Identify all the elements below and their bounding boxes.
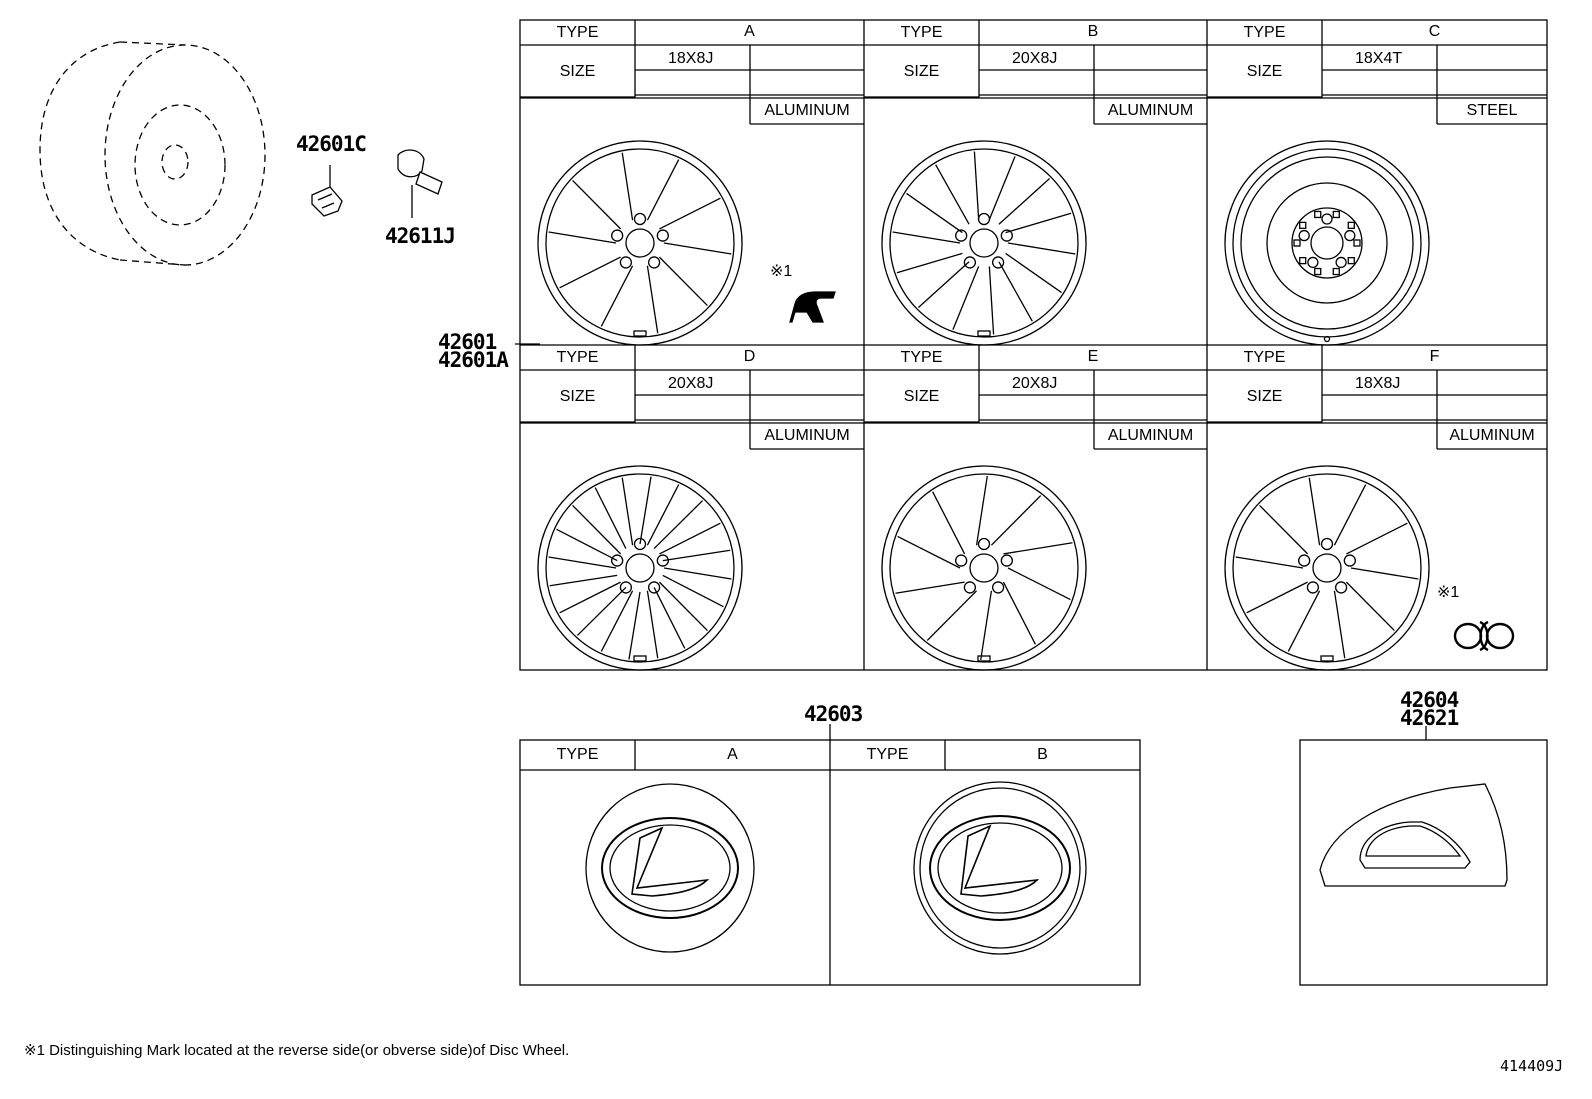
wheel-material-b: ALUMINUM <box>1107 102 1194 119</box>
wheel-type-d: D <box>743 348 756 365</box>
mark-a-drawing <box>789 291 836 323</box>
ornament-type-a: A <box>727 746 738 763</box>
wheel-size-b: 20X8J <box>1012 50 1058 67</box>
wheel-size-f: 18X8J <box>1355 375 1401 392</box>
part-number-cap-2: 42621 <box>1400 706 1459 730</box>
wheel-size-label-f: SIZE <box>1246 388 1283 405</box>
footnote: ※1 Distinguishing Mark located at the re… <box>24 1042 570 1059</box>
wheel-type-f: F <box>1429 348 1440 365</box>
wheel-size-a: 18X8J <box>668 50 714 67</box>
wheel-f-drawing <box>1224 465 1430 671</box>
part-number-cap-1: 42604 <box>1400 688 1459 712</box>
wheel-material-f: ALUMINUM <box>1449 427 1535 444</box>
part-number-valve: 42611J <box>385 224 456 248</box>
wheel-type-label-b: TYPE <box>900 24 943 41</box>
ornament-b-drawing <box>913 781 1087 955</box>
wheel-d-drawing <box>537 465 743 671</box>
wheel-size-label-b: SIZE <box>903 63 940 80</box>
wheel-a-drawing <box>537 140 743 346</box>
tire-drawing <box>39 41 266 266</box>
wheel-type-a: A <box>744 23 755 40</box>
diagram-code: 414409J <box>1500 1057 1564 1075</box>
valve-nut-drawing <box>311 165 343 217</box>
wheel-b-drawing <box>881 140 1087 346</box>
ornament-type-label-a: TYPE <box>556 746 599 763</box>
wheel-type-b: B <box>1087 23 1099 40</box>
wheel-type-label-c: TYPE <box>1243 24 1286 41</box>
wheel-type-e: E <box>1087 348 1099 365</box>
valve-drawing <box>397 149 443 218</box>
wheel-type-label-a: TYPE <box>556 24 599 41</box>
wheel-mark-f: ※1 <box>1437 584 1460 601</box>
part-number-wheel-1: 42601 <box>438 330 497 354</box>
wheel-size-c: 18X4T <box>1355 50 1403 67</box>
ornament-type-label-b: TYPE <box>866 746 909 763</box>
part-number-wheel-2: 42601A <box>438 348 509 372</box>
ornament-a-drawing <box>585 783 755 953</box>
wheel-material-c: STEEL <box>1466 102 1518 119</box>
wheel-size-d: 20X8J <box>668 375 714 392</box>
wheel-type-label-e: TYPE <box>900 349 943 366</box>
part-number-ornament: 42603 <box>804 702 863 726</box>
wheel-material-d: ALUMINUM <box>764 427 850 444</box>
part-number-valve-nut: 42601C <box>296 132 367 156</box>
wheel-material-e: ALUMINUM <box>1107 427 1194 444</box>
ornament-type-b: B <box>1037 746 1048 763</box>
wheel-size-label-c: SIZE <box>1246 63 1283 80</box>
wheel-c-drawing <box>1224 140 1430 346</box>
wheel-material-a: ALUMINUM <box>764 102 850 119</box>
wheel-type-label-d: TYPE <box>556 349 599 366</box>
wheel-size-label-a: SIZE <box>559 63 596 80</box>
wheel-e-drawing <box>881 465 1087 671</box>
wheel-type-label-f: TYPE <box>1243 349 1286 366</box>
wheel-size-e: 20X8J <box>1012 375 1058 392</box>
wheel-mark-a: ※1 <box>770 263 793 280</box>
wheel-type-c: C <box>1428 23 1441 40</box>
cap-drawing <box>1319 783 1508 887</box>
mark-f-drawing <box>1453 620 1515 652</box>
wheel-size-label-e: SIZE <box>903 388 940 405</box>
wheel-size-label-d: SIZE <box>559 388 596 405</box>
